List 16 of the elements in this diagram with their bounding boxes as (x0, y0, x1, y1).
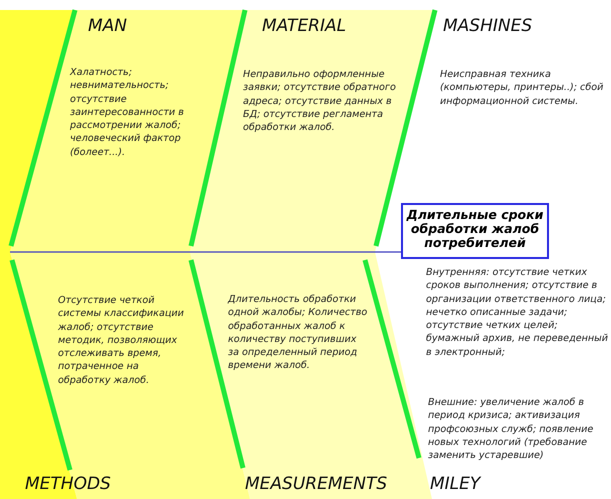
category-heading: MEASUREMENTS (245, 474, 388, 494)
effect-text: Длительные сроки обработки жалоб потребителей (405, 206, 544, 252)
cause-list: Халатность; невнимательность; отсутствие заинтересованности в рассмотрении жалоб; человеческий фактор (болеет...). (70, 66, 188, 160)
cause-list: Внутренняя: отсутствие четких сроков выполнения; отсутствие в организации ответственного лица; нечетко описанные задачи; отсутствие четких целей; бумажный архив, не переведенный в электронный; (426, 266, 610, 360)
effect-box (401, 203, 549, 259)
category-heading: MAN (88, 16, 128, 36)
cause-list: Неисправная техника (компьютеры, принтеры..); сбой информационной системы. (440, 68, 608, 108)
cause-list: Отсутствие четкой системы классификации жалоб; отсутствие методик, позволяющих отслеживать время, потраченное на обработку жалоб. (58, 294, 194, 388)
cause-list: Неправильно оформленные заявки; отсутствие обратного адреса; отсутствие данных в БД; отсутствие регламента обработки жалоб. (243, 68, 401, 134)
cause-list: Длительность обработки одной жалобы; Количество обработанных жалоб к количеству поступивших за определенный период времени жалоб. (228, 293, 368, 373)
category-heading: MATERIAL (262, 16, 346, 36)
cause-list: Внешние: увеличение жалоб в период кризиса; активизация профсоюзных служб; появление новых технологий (требование заменить устаревшие) (428, 396, 610, 462)
category-heading: MASHINES (443, 16, 532, 36)
category-heading: METHODS (25, 474, 111, 494)
spine-line (10, 251, 401, 253)
category-heading: MILEY (430, 474, 480, 494)
